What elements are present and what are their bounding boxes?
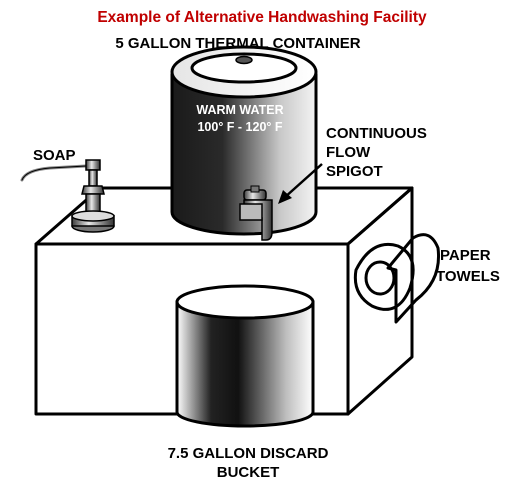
spigot-label-line3: SPIGOT (326, 163, 383, 180)
spigot (239, 185, 273, 241)
spigot-label-line2: FLOW (326, 144, 371, 161)
bucket-label-line1: 7.5 GALLON DISCARD (168, 445, 329, 462)
soap-dispenser (20, 159, 115, 233)
warm-water-label: WARM WATER (196, 103, 283, 117)
spigot-label-line1: CONTINUOUS (326, 125, 427, 142)
lid-knob (235, 55, 253, 65)
paper-towels-label-line2: TOWELS (436, 268, 500, 285)
warm-water-temp-label: 100° F - 120° F (197, 120, 282, 134)
thermal-container (170, 45, 318, 236)
container-label: 5 GALLON THERMAL CONTAINER (115, 35, 360, 52)
diagram-title: Example of Alternative Handwashing Facil… (97, 9, 427, 26)
spigot-arrow (278, 163, 323, 204)
discard-bucket (175, 284, 315, 428)
container-lid (190, 52, 298, 84)
soap-label: SOAP (33, 147, 76, 164)
paper-towels-label-line1: PAPER (440, 247, 491, 264)
bucket-label-line2: BUCKET (217, 464, 280, 481)
paper-towel-roll (353, 233, 441, 324)
